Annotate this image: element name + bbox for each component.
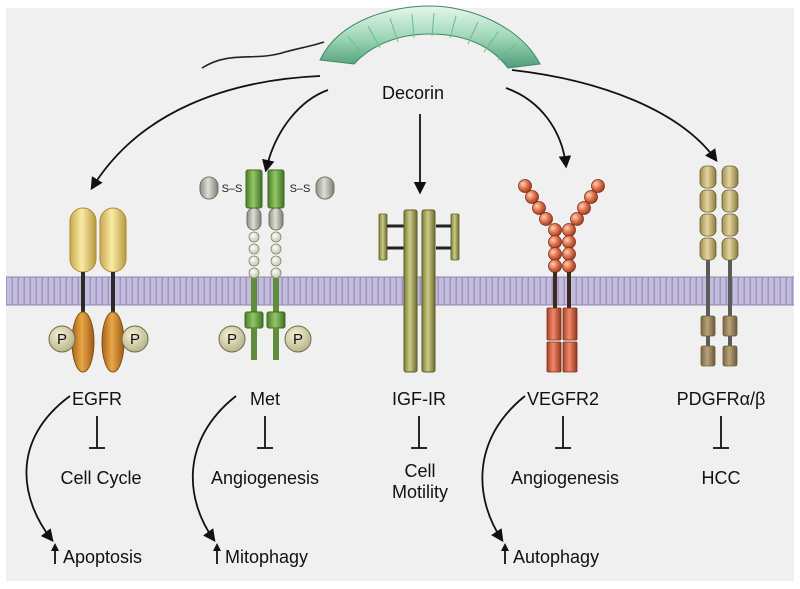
- inhibition-lines: [89, 416, 729, 449]
- inhibition-met: [257, 416, 273, 449]
- inhibited-met: Angiogenesis: [211, 468, 319, 488]
- phospho-site: P: [48, 325, 76, 353]
- inhibition-pdgfr: [713, 416, 729, 449]
- egfr-receptor: P P: [48, 207, 149, 373]
- up-arrow-icon: [501, 543, 509, 564]
- inhibited-igf1r-line1: Cell: [404, 461, 435, 481]
- decorin-label: Decorin: [382, 83, 444, 103]
- phospho-site: P: [284, 325, 312, 353]
- cell-membrane: [6, 276, 794, 306]
- arrow-vegfr2-autophagy: [481, 395, 526, 543]
- arrow-to-met: [262, 89, 329, 173]
- phospho-site: P: [218, 325, 246, 353]
- inhibition-igf1r: [411, 416, 427, 449]
- disulfide-label: S–S: [222, 183, 243, 195]
- promoted-met-label: Mitophagy: [225, 547, 308, 567]
- receptor-label-met: Met: [250, 389, 280, 409]
- arrow-to-vegfr2: [505, 87, 572, 169]
- promoted-egfr: Apoptosis: [51, 543, 142, 567]
- receptor-label-igf1r: IGF-IR: [392, 389, 446, 409]
- promotion-arrows: [25, 395, 526, 543]
- disulfide-label: S–S: [290, 183, 311, 195]
- decorin-molecule: Decorin: [201, 5, 541, 103]
- arrow-to-pdgfr: [511, 69, 718, 163]
- igf1r-receptor: [378, 209, 460, 373]
- promoted-vegfr2: Autophagy: [501, 543, 599, 567]
- up-arrow-icon: [213, 543, 221, 564]
- up-arrow-icon: [51, 543, 59, 564]
- vegfr2-receptor: [518, 179, 605, 373]
- inhibited-igf1r-line2: Motility: [392, 482, 448, 502]
- phospho-site: P: [121, 325, 149, 353]
- arrow-met-mitophagy: [191, 395, 237, 543]
- inhibition-vegfr2: [555, 416, 571, 449]
- inhibited-pdgfr: HCC: [702, 468, 741, 488]
- receptor-label-vegfr2: VEGFR2: [527, 389, 599, 409]
- phospho-label: P: [130, 331, 140, 348]
- phospho-label: P: [57, 331, 67, 348]
- receptor-label-egfr: EGFR: [72, 389, 122, 409]
- inhibition-egfr: [89, 416, 105, 449]
- arrow-egfr-apoptosis: [25, 395, 71, 542]
- phospho-label: P: [227, 331, 237, 348]
- inhibited-egfr: Cell Cycle: [60, 468, 141, 488]
- met-receptor: S–S S–S P P: [199, 169, 335, 360]
- arrow-to-egfr: [90, 75, 321, 191]
- promoted-met: Mitophagy: [213, 543, 308, 567]
- promoted-egfr-label: Apoptosis: [63, 547, 142, 567]
- receptor-label-pdgfr: PDGFRα/β: [677, 389, 766, 409]
- pdgfr-receptor: [699, 165, 739, 367]
- promoted-vegfr2-label: Autophagy: [513, 547, 599, 567]
- phospho-label: P: [293, 331, 303, 348]
- decorin-arrows: [90, 69, 718, 195]
- inhibited-vegfr2: Angiogenesis: [511, 468, 619, 488]
